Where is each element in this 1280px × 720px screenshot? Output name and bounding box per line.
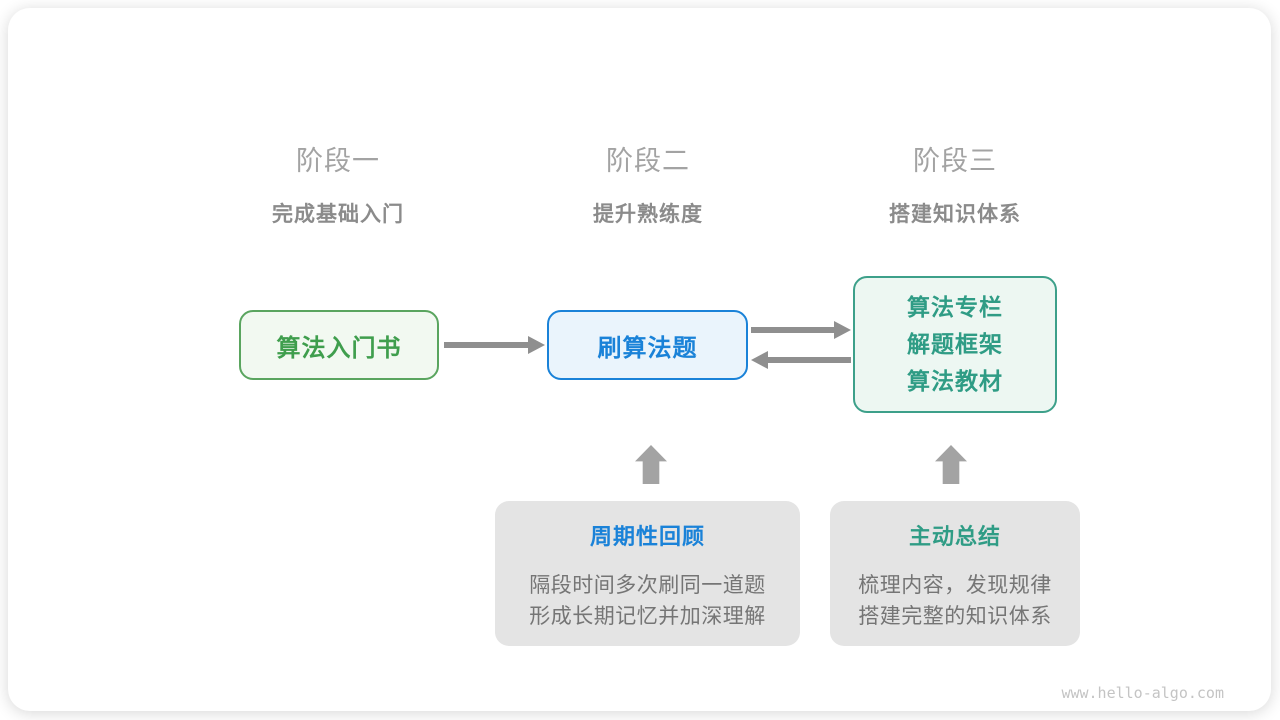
phase-2-subtitle: 提升熟练度 — [593, 203, 703, 226]
phase-3-subtitle: 搭建知识体系 — [889, 203, 1021, 226]
phase-3-title: 阶段三 — [913, 146, 997, 176]
node-resources: 算法专栏 解题框架 算法教材 — [853, 276, 1057, 413]
node-practice: 刷算法题 — [547, 310, 748, 380]
callout-periodic-review-line-1: 隔段时间多次刷同一道题 — [529, 574, 766, 597]
phase-3-header: 阶段三 搭建知识体系 — [845, 139, 1065, 228]
watermark: www.hello-algo.com — [1061, 684, 1224, 702]
callout-active-summary-title: 主动总结 — [908, 524, 1001, 549]
right-arrow-icon — [751, 321, 851, 339]
callout-active-summary: 主动总结 梳理内容，发现规律 搭建完整的知识体系 — [830, 501, 1080, 646]
left-arrow-icon — [751, 351, 851, 369]
node-resources-line-3: 算法教材 — [907, 368, 1003, 394]
node-intro-book: 算法入门书 — [239, 310, 439, 380]
canvas-card: 阶段一 完成基础入门 阶段二 提升熟练度 阶段三 搭建知识体系 算法入门书 刷算… — [8, 8, 1271, 711]
callout-active-summary-line-2: 搭建完整的知识体系 — [858, 605, 1052, 628]
phase-2-title: 阶段二 — [606, 146, 690, 176]
up-arrow-icon — [935, 445, 967, 484]
phase-2-header: 阶段二 提升熟练度 — [538, 139, 758, 228]
callout-active-summary-body: 梳理内容，发现规律 搭建完整的知识体系 — [858, 570, 1052, 632]
callout-periodic-review-body: 隔段时间多次刷同一道题 形成长期记忆并加深理解 — [529, 570, 766, 632]
node-intro-book-label: 算法入门书 — [276, 334, 402, 362]
callout-periodic-review: 周期性回顾 隔段时间多次刷同一道题 形成长期记忆并加深理解 — [495, 501, 800, 646]
phase-1-subtitle: 完成基础入门 — [272, 203, 404, 226]
right-arrow-icon — [444, 336, 545, 354]
up-arrow-icon — [635, 445, 667, 484]
node-resources-line-1: 算法专栏 — [907, 294, 1003, 320]
phase-1-header: 阶段一 完成基础入门 — [228, 139, 448, 228]
callout-periodic-review-line-2: 形成长期记忆并加深理解 — [529, 605, 766, 628]
callout-periodic-review-title: 周期性回顾 — [589, 524, 705, 549]
node-practice-label: 刷算法题 — [597, 334, 698, 362]
node-resources-line-2: 解题框架 — [907, 331, 1003, 357]
callout-active-summary-line-1: 梳理内容，发现规律 — [858, 574, 1052, 597]
phase-1-title: 阶段一 — [296, 146, 380, 176]
